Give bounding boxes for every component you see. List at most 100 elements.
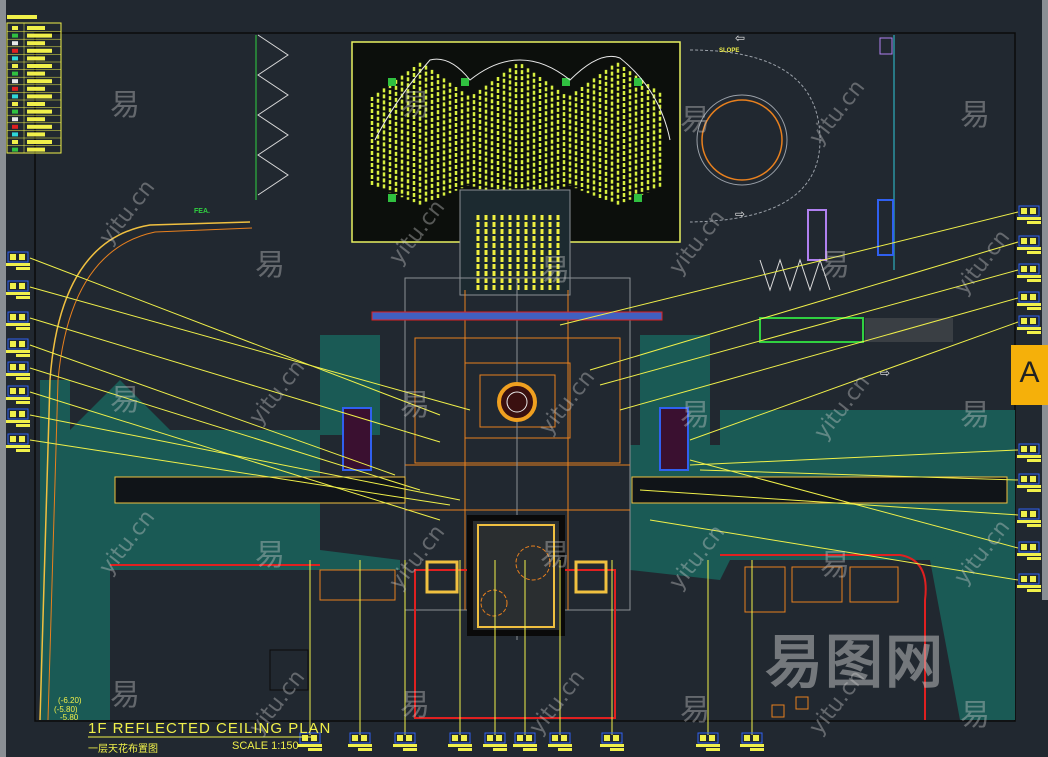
- callout-tag-text: [1027, 331, 1041, 334]
- legend-text: [27, 48, 52, 53]
- callout-tag-text: [6, 292, 30, 295]
- hatched-slab: [865, 318, 953, 342]
- callout-tag-text: [1017, 247, 1041, 250]
- leader-line: [639, 489, 1019, 516]
- leader-line: [699, 469, 1019, 481]
- legend-icon: [12, 86, 18, 91]
- callout-tag-text: [16, 267, 30, 270]
- callout-tag-mark: [406, 735, 412, 741]
- central-medallion: [497, 382, 537, 422]
- callout-tag: [1018, 508, 1040, 520]
- callout-tag-text: [548, 744, 572, 747]
- callout-tag-text: [458, 748, 472, 751]
- callout-tag-text: [1027, 279, 1041, 282]
- callout-tag-text: [16, 354, 30, 357]
- callout-tag-mark: [753, 735, 759, 741]
- callout-tag-mark: [526, 735, 532, 741]
- legend-icon: [12, 71, 18, 76]
- callout-tag-text: [1027, 307, 1041, 310]
- legend-text: [27, 109, 52, 114]
- callout-tag-text: [6, 445, 30, 448]
- leader-line: [29, 414, 461, 501]
- callout-tag-mark: [19, 341, 25, 347]
- callout-tag-text: [750, 748, 764, 751]
- legend-text: [27, 147, 45, 152]
- callout-tag: [1018, 541, 1040, 553]
- legend-icon: [12, 33, 18, 38]
- legend-text: [27, 132, 45, 137]
- legend-icon: [12, 48, 18, 53]
- fixture: [807, 209, 827, 261]
- callout-tag-mark: [552, 735, 558, 741]
- callout-tag-mark: [19, 411, 25, 417]
- legend-icon: [12, 132, 18, 137]
- slope-label: SLOPE: [719, 48, 739, 54]
- callout-tag-mark: [604, 735, 610, 741]
- callout-tag-mark: [561, 735, 567, 741]
- callout-tag-text: [393, 744, 417, 747]
- callout-tag-text: [1017, 217, 1041, 220]
- callout-tag-mark: [1030, 318, 1036, 324]
- callout-tag-mark: [496, 735, 502, 741]
- legend-text: [27, 94, 52, 99]
- callout-tag-mark: [1030, 446, 1036, 452]
- app-logo[interactable]: A: [1011, 345, 1048, 405]
- callout-tag-mark: [1021, 511, 1027, 517]
- callout-tag-mark: [10, 388, 16, 394]
- legend-icon: [12, 124, 18, 129]
- callout-tag-mark: [452, 735, 458, 741]
- legend-icon: [12, 109, 18, 114]
- fountain-circle: [696, 94, 788, 186]
- callout-tag-text: [558, 748, 572, 751]
- column-marker: [388, 194, 396, 202]
- callout-tag-mark: [1021, 576, 1027, 582]
- leader-line: [589, 241, 1019, 371]
- drive-loop: [689, 49, 821, 223]
- callout-tag-mark: [19, 388, 25, 394]
- callout-tag-mark: [487, 735, 493, 741]
- callout-tag-mark: [302, 735, 308, 741]
- callout-tag-mark: [10, 314, 16, 320]
- fountain-inner: [701, 99, 783, 181]
- callout-tag-mark: [1021, 294, 1027, 300]
- legend-text: [27, 79, 52, 84]
- callout-tag-mark: [10, 411, 16, 417]
- elevation-label: (-5.80): [54, 705, 78, 714]
- legend-icon: [12, 147, 18, 152]
- callout-tag-text: [298, 744, 322, 747]
- legend-icon: [12, 102, 18, 106]
- callout-tag-mark: [700, 735, 706, 741]
- legend-text: [27, 86, 45, 91]
- callout-tag: [7, 338, 29, 350]
- floral-pattern: [515, 545, 551, 581]
- callout-tag-text: [600, 744, 624, 747]
- elevation-label: -5.80: [60, 713, 79, 722]
- legend-text: [27, 56, 45, 61]
- callout-tag-text: [1017, 585, 1041, 588]
- corridor-right: [631, 476, 1008, 504]
- legend-icon: [12, 140, 18, 144]
- callout-tag-text: [16, 401, 30, 404]
- callout-tag-mark: [1030, 238, 1036, 244]
- callout-tag-text: [1027, 589, 1041, 592]
- callout-tag-text: [1017, 303, 1041, 306]
- callout-tag-text: [610, 748, 624, 751]
- callout-tag: [449, 732, 471, 744]
- callout-tag-mark: [1021, 208, 1027, 214]
- legend-text: [27, 64, 52, 68]
- callout-tag-text: [403, 748, 417, 751]
- callout-tag-mark: [19, 314, 25, 320]
- callout-tag-text: [1027, 489, 1041, 492]
- callout-tag-text: [16, 424, 30, 427]
- callout-tag-text: [348, 744, 372, 747]
- floral-pattern: [480, 589, 508, 617]
- callout-tag: [7, 385, 29, 397]
- callout-tag-text: [6, 323, 30, 326]
- callout-tag: [549, 732, 571, 744]
- callout-tag-text: [358, 748, 372, 751]
- callout-tag-text: [1027, 251, 1041, 254]
- callout-tag-mark: [311, 735, 317, 741]
- callout-tag-text: [1027, 221, 1041, 224]
- callout-tag-mark: [10, 254, 16, 260]
